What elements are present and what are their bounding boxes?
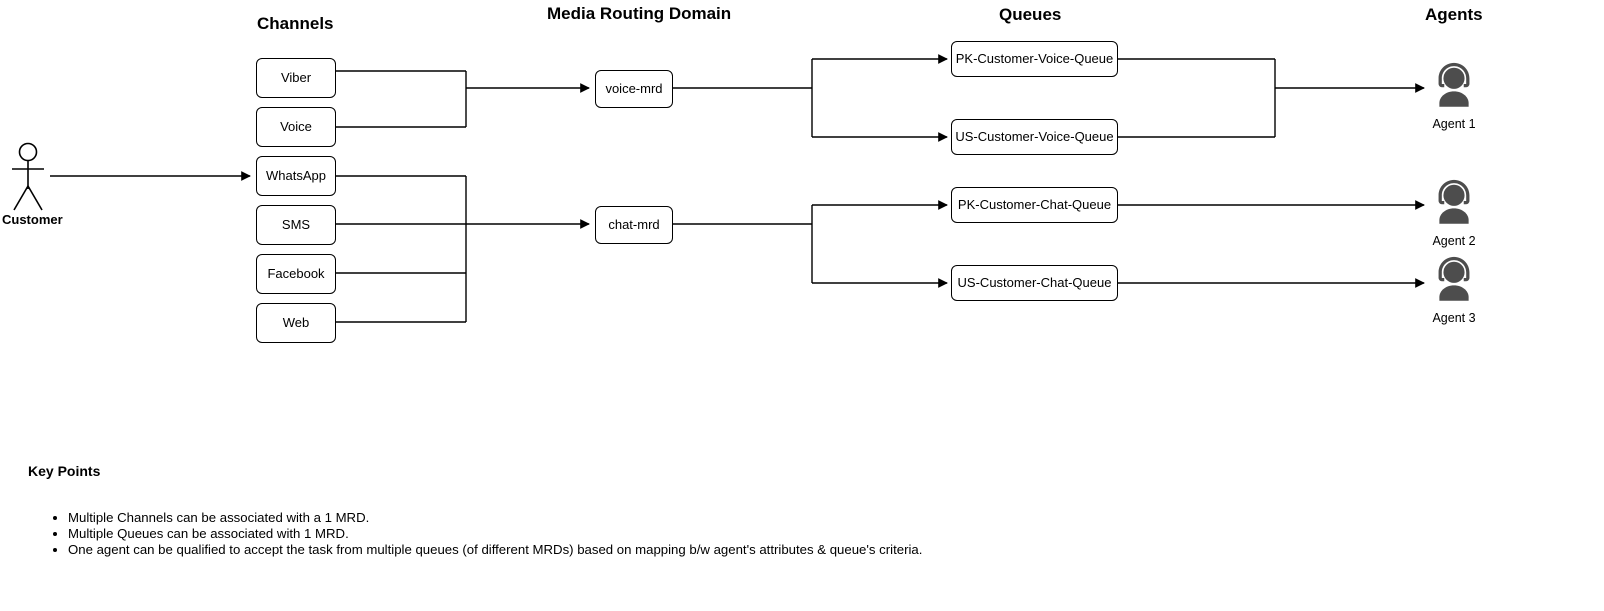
queue-label-pk-customer-voice-queue: PK-Customer-Voice-Queue (955, 50, 1114, 66)
key-points-title: Key Points (28, 463, 101, 479)
queue-box-us-customer-chat-queue[interactable]: US-Customer-Chat-Queue (951, 265, 1118, 301)
key-point-item: Multiple Queues can be associated with 1… (68, 526, 922, 542)
channel-box-voice[interactable]: Voice (256, 107, 336, 147)
agent-3[interactable]: Agent 3 (1419, 252, 1489, 325)
channel-label-facebook: Facebook (267, 265, 325, 281)
agent-1[interactable]: Agent 1 (1419, 58, 1489, 131)
queue-box-us-customer-voice-queue[interactable]: US-Customer-Voice-Queue (951, 119, 1118, 155)
column-title-agents: Agents (1425, 5, 1483, 24)
queue-label-pk-customer-chat-queue: PK-Customer-Chat-Queue (957, 196, 1112, 212)
mrd-label-chat-mrd: chat-mrd (608, 216, 660, 232)
customer-label: Customer (2, 212, 63, 227)
column-title-queues: Queues (999, 5, 1062, 24)
agent-2[interactable]: Agent 2 (1419, 175, 1489, 248)
channel-box-web[interactable]: Web (256, 303, 336, 343)
agent-label-3: Agent 3 (1432, 311, 1476, 325)
customer-actor (4, 142, 54, 212)
agent-label-1: Agent 1 (1432, 117, 1476, 131)
column-title-channels: Channels (257, 14, 334, 33)
agent-headset-icon (1438, 62, 1470, 107)
channel-label-web: Web (282, 314, 310, 330)
agent-headset-icon (1438, 256, 1470, 301)
channel-box-facebook[interactable]: Facebook (256, 254, 336, 294)
queue-label-us-customer-voice-queue: US-Customer-Voice-Queue (955, 128, 1114, 144)
mrd-box-chat-mrd[interactable]: chat-mrd (595, 206, 673, 244)
key-point-item: Multiple Channels can be associated with… (68, 510, 922, 526)
key-point-item: One agent can be qualified to accept the… (68, 542, 922, 558)
channel-box-viber[interactable]: Viber (256, 58, 336, 98)
channel-box-sms[interactable]: SMS (256, 205, 336, 245)
channel-label-voice: Voice (280, 118, 312, 134)
queue-box-pk-customer-chat-queue[interactable]: PK-Customer-Chat-Queue (951, 187, 1118, 223)
queue-box-pk-customer-voice-queue[interactable]: PK-Customer-Voice-Queue (951, 41, 1118, 77)
queue-label-us-customer-chat-queue: US-Customer-Chat-Queue (957, 274, 1112, 290)
key-points-list: Multiple Channels can be associated with… (50, 510, 922, 558)
agent-label-2: Agent 2 (1432, 234, 1476, 248)
channel-box-whatsapp[interactable]: WhatsApp (256, 156, 336, 196)
mrd-box-voice-mrd[interactable]: voice-mrd (595, 70, 673, 108)
channel-label-sms: SMS (281, 216, 311, 232)
stick-figure-icon (12, 142, 44, 211)
channel-label-viber: Viber (280, 69, 312, 85)
channel-label-whatsapp: WhatsApp (266, 167, 326, 183)
agent-headset-icon (1438, 179, 1470, 224)
mrd-label-voice-mrd: voice-mrd (605, 80, 663, 96)
column-title-media-routing-domain: Media Routing Domain (547, 4, 732, 23)
